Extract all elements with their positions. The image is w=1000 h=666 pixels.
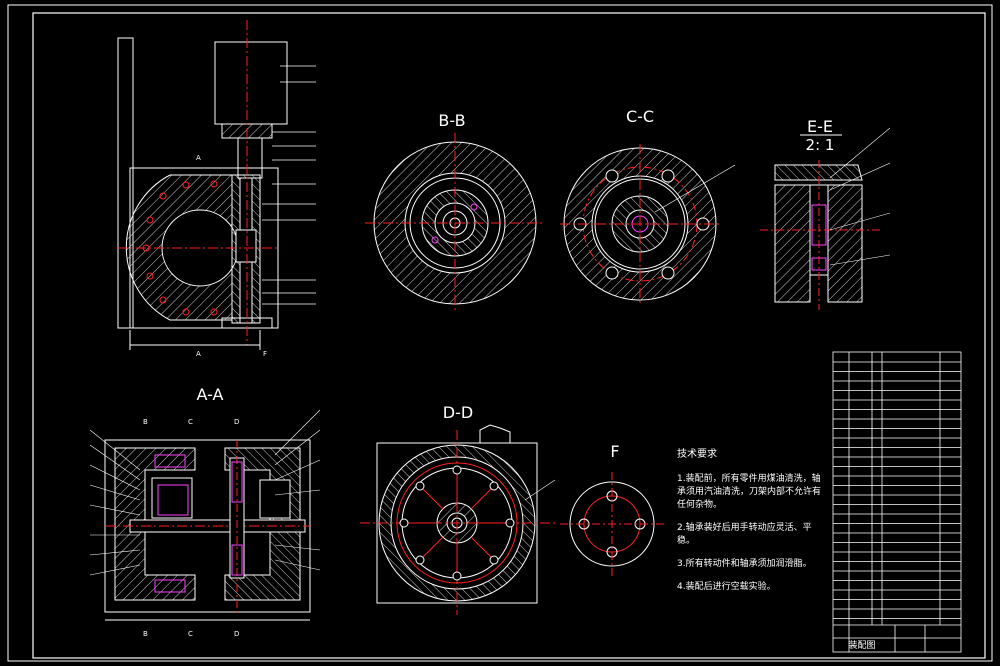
front-view-bolt-circle: [142, 180, 218, 316]
bb-section: [365, 133, 545, 313]
note-item: 1.装配前，所有零件用煤油清洗，轴承须用汽油清洗，刀架内部不允许有任何杂物。: [677, 474, 822, 510]
notes-title: 技术要求: [677, 449, 717, 460]
aa-section: [104, 439, 311, 621]
note-item: 2.轴承装好后用手转动应灵活、平稳。: [677, 523, 812, 546]
dd-section: [360, 424, 556, 615]
outer-frame: [7, 4, 993, 662]
view-title-ee: E-E: [807, 117, 833, 136]
note-item: 3.所有转动件和轴承须加润滑脂。: [677, 559, 812, 569]
view-title-dd: D-D: [443, 403, 473, 422]
view-title-cc: C-C: [626, 107, 654, 126]
note-item: 4.装配后进行空载实验。: [677, 582, 776, 592]
aa-leaders: [89, 409, 321, 576]
section-mark-f: F: [263, 350, 267, 358]
f-view: [560, 472, 665, 576]
ee-detail: [760, 127, 891, 310]
svg-text:B: B: [143, 418, 148, 426]
dd-spokes: [399, 465, 515, 581]
technical-requirements: 技术要求 1.装配前，所有零件用煤油清洗，轴承须用汽油清洗，刀架内部不允许有任何…: [677, 448, 827, 604]
title-block-name: 装配图: [848, 639, 875, 651]
svg-text:C: C: [188, 630, 193, 638]
inner-frame: [32, 12, 986, 659]
section-mark-a-bottom: A: [196, 350, 201, 358]
front-view-leaders: [262, 65, 316, 305]
view-scale-ee: 2: 1: [806, 136, 835, 154]
aa-section-marks: B C D B C D: [143, 418, 239, 638]
parts-list: [832, 351, 962, 653]
svg-text:B: B: [143, 630, 148, 638]
svg-text:C: C: [188, 418, 193, 426]
aa-hidden-parts: [154, 454, 243, 593]
section-mark-a-top: A: [196, 154, 201, 162]
front-view: [117, 20, 288, 350]
cc-section: [560, 144, 736, 305]
view-title-aa: A-A: [197, 385, 224, 404]
svg-text:D: D: [234, 418, 239, 426]
svg-text:D: D: [234, 630, 239, 638]
view-title-f: F: [610, 442, 619, 461]
view-title-bb: B-B: [438, 111, 465, 130]
